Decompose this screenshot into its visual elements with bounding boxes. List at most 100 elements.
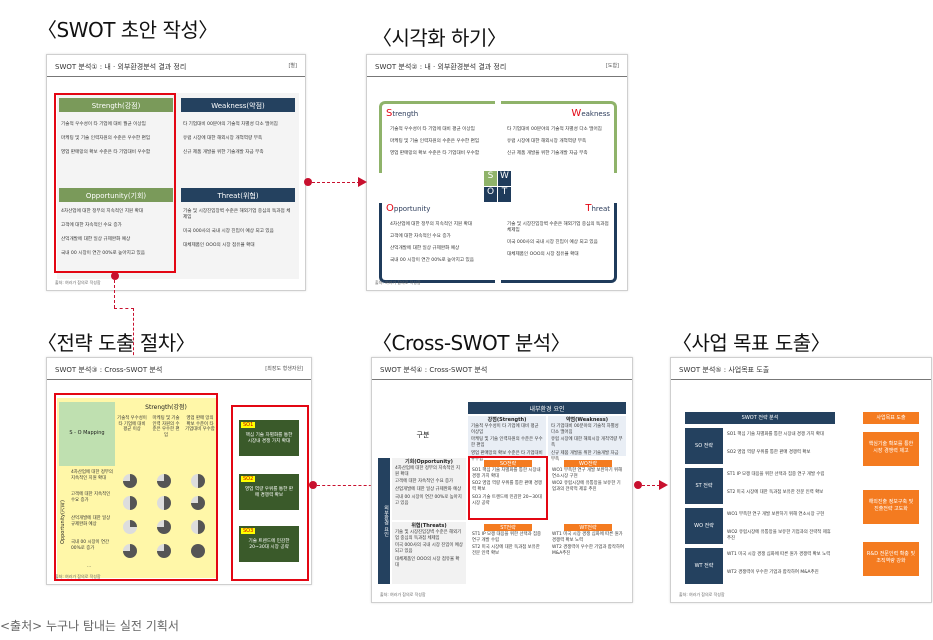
so2-box: SO2 영업 역량 우위를 통한 판매 경쟁력 확보	[239, 474, 299, 510]
connector-line	[312, 182, 360, 183]
row-header: 국내 00 시장이 연간 00%로 증가	[71, 540, 110, 551]
harvey-ball-icon	[157, 474, 171, 488]
strength-panel: Strength 기술적 우수성이 타 기업에 대비 평균 이상임 마케팅 및 …	[379, 101, 495, 173]
slide-source: 출처: 여러가 참의로 작성함	[55, 280, 101, 285]
weakness-list: 타 기업대비 00분야의 기술적 차별성 다소 떨어짐 유럽 시장에 대한 해외…	[183, 122, 278, 155]
row-header: ...	[87, 564, 92, 569]
section-title-visualize: 〈시각화 하기〉	[372, 26, 507, 50]
slide-swot-draft: SWOT 분석① : 내 · 외부환경분석 결과 정리[별] Strength(…	[46, 54, 306, 291]
slide-source: 출처: 여러가 참의로 작성함	[679, 592, 725, 597]
connector-line	[114, 280, 115, 308]
swot-matrix: Strength(강점) Weakness(약점) 기술적 우수성이 타 기업에…	[57, 93, 299, 279]
slide-strategy-process: SWOT 분석③ : Cross-SWOT 분석[최장도 형생자원] S - O…	[46, 357, 312, 585]
arrow-right-icon	[659, 480, 668, 490]
goal-header: 사업목표 도출	[863, 412, 919, 424]
opportunity-header: Opportunity(기회)	[59, 188, 173, 202]
section-title-cross-swot: 〈Cross-SWOT 분석〉	[372, 331, 571, 355]
slide-header: SWOT 분석② : 내 · 외부환경분석 결과 정리[도합]	[367, 55, 627, 77]
slide-header: SWOT 분석④ : Cross-SWOT 분석	[372, 358, 632, 380]
connector-dot	[309, 481, 317, 489]
connector-line	[317, 485, 377, 486]
harvey-ball-icon	[191, 520, 205, 534]
strength-label: Strength(강점)	[117, 402, 215, 414]
external-header: 외부환경 요인	[378, 458, 390, 584]
row-header: 고객에 대한 지속적인 수요 증가	[71, 492, 111, 503]
so-group-label: SO 전략	[685, 428, 723, 464]
strategy-item: SO1 핵심 기술 차별화를 통한 시장내 경쟁 가치 확대	[727, 432, 824, 437]
harvey-ball-icon	[157, 520, 171, 534]
st-strategy-cell: ST전략 ST1 IP 모쟁 대응을 위한 선택과 집중 연구 개발 수립 ST…	[472, 524, 542, 557]
highlight-box	[54, 393, 218, 581]
opportunity-cell: 기회(Opportunity) 4차산업에 대한 정부의 지속적인 지원 확대 …	[392, 458, 466, 520]
harvey-ball-icon	[191, 544, 205, 558]
so1-box: SO1 핵심 기술 차별화를 통한 시장내 경쟁 가치 확대	[239, 420, 299, 456]
arrow-right-icon	[358, 177, 367, 187]
opportunity-panel: Opportunity 4차산업에 대한 정부의 지속적인 지원 확대 고객에 …	[379, 203, 495, 283]
slide-source: 출처: 여러가 참의로 작성함	[55, 574, 101, 579]
goal-box: R&D 전문인력 확충 및 조직역량 강화	[863, 542, 919, 576]
harvey-ball-icon	[123, 474, 137, 488]
threat-cell: 위협(Threats) 기술 및 시장진입장벽 수준은 해외기업 중심의 독과점…	[392, 522, 466, 584]
internal-header: 내부환경 요인	[468, 402, 626, 414]
harvey-ball-icon	[191, 474, 205, 488]
swot-letter-grid: S W O T	[484, 171, 512, 203]
slide-header: SWOT 분석③ : Cross-SWOT 분석[최장도 형생자원]	[47, 358, 311, 380]
highlight-box	[468, 456, 548, 520]
section-title-swot-draft: 〈SWOT 초안 작성〉	[37, 18, 218, 42]
harvey-ball-icon	[123, 520, 137, 534]
slide-cross-swot: SWOT 분석④ : Cross-SWOT 분석 내부환경 요인 구분 강점(S…	[371, 357, 633, 603]
threat-panel: Threat 기술 및 시장진입장벽 수준은 해외기업 중심의 독과점 체제임 …	[501, 203, 617, 283]
connector-dot	[634, 481, 642, 489]
connector-dot	[304, 178, 312, 186]
connector-line	[114, 308, 134, 309]
wo-strategy-cell: WO전략 WO1 부족한 연구 개발 보완하기 위해 연소시장 구현 WO2 유…	[552, 460, 623, 493]
strategy-item: SO2 영업 역량 우위를 통한 판매 경쟁력 확보	[727, 450, 811, 455]
slide-source: 출처: 여러가 참의로 작성함	[375, 280, 421, 285]
section-title-strategy-process: 〈전략 도출 절차〉	[37, 331, 196, 355]
so3-box: SO3 기술 트렌드에 민감한 20~30대 시장 공략	[239, 526, 299, 562]
harvey-ball-icon	[157, 496, 171, 510]
harvey-ball-icon	[191, 496, 205, 510]
slide-visualize: SWOT 분석② : 내 · 외부환경분석 결과 정리[도합] Strength…	[366, 54, 628, 291]
weakness-header: Weakness(약점)	[181, 98, 295, 112]
threat-list: 기술 및 시장진입장벽 수준은 해외기업 중심의 독과점 체제임 미국 000사…	[183, 209, 291, 248]
wo-group-label: WO 전략	[685, 508, 723, 544]
slide-header: SWOT 분석⑤ : 사업목표 도출	[671, 358, 931, 380]
strength-cell: 강점(Strength) 기술적 우수성이 타 기업에 대비 평균 이상임 마케…	[468, 416, 546, 462]
connector-line	[133, 308, 134, 360]
gubun-label: 구분	[378, 414, 468, 456]
goal-box: 해외진출 정보구축 및 진출전략 고도화	[863, 490, 919, 524]
opportunity-list: 4차산업에 대한 정부의 지속적인 지원 확대 고객에 대한 자속적인 수요 증…	[61, 209, 145, 256]
goal-box: 핵심기술 확보를 통한 시장 경쟁력 제고	[863, 432, 919, 466]
strategy-header: SWOT 전략 분석	[685, 412, 835, 424]
harvey-ball-icon	[157, 544, 171, 558]
strength-header: Strength(강점)	[59, 98, 173, 112]
so-strategy-cell: SO전략 SO1 핵심 기술 차별화를 통한 시장내 경쟁 가치 확대 SO2 …	[472, 460, 542, 506]
row-header: 산억개발에 대한 일상 규제완화 예상	[71, 516, 111, 527]
slide-source: 출처: 여러가 참의로 작성함	[380, 592, 426, 597]
row-header: 4차산업에 대한 정부의 지속적인 지원 확대	[71, 470, 113, 481]
mapping-table: S - O Mapping Strength(강점) 기술적 우수성이 타 기업…	[57, 398, 217, 578]
strategy-item: WT2 경쟁력이 우수한 기업과 합작하여 M&A추진	[727, 570, 819, 575]
col-header: 기술적 우수성이 타 기업에 대비 평균 이상	[117, 416, 147, 433]
strategy-item: WO2 유럽시장에 유통망을 보유한 기업과의 전략적 제휴 추진	[727, 530, 831, 541]
highlight-box	[54, 93, 176, 273]
threat-header: Threat(위협)	[181, 188, 295, 202]
weakness-cell: 약점(Weakness) 타 기업대비 00분야의 기술적 차별성 다소 떨어짐…	[548, 416, 626, 462]
source-footer: <출처> 누구나 탐내는 실전 기획서	[0, 619, 179, 633]
st-group-label: ST 전략	[685, 468, 723, 504]
wt-strategy-cell: WT전략 WT1 미국 시장 경쟁 심화에 따른 원가 경쟁력 확보 노력 WT…	[552, 524, 624, 557]
col-header: 마케팅 및 기술 인력 자원의 수준은 우수한 편임	[152, 416, 180, 439]
strength-list: 기술적 우수성이 타 기업에 대비 월균 이상임 마케팅 및 기술 인력자원의 …	[61, 122, 151, 155]
highlight-box	[231, 405, 309, 581]
harvey-ball-icon	[123, 496, 137, 510]
connector-line	[642, 485, 660, 486]
connector-dot	[111, 272, 119, 280]
strategy-item: WT1 미국 시장 경쟁 심화에 따른 원가 경쟁력 확보 노력	[727, 552, 831, 557]
slide-business-goal: SWOT 분석⑤ : 사업목표 도출 SWOT 전략 분석 사업목표 도출 SO…	[670, 357, 932, 603]
harvey-ball-icon	[123, 544, 137, 558]
strategy-item: ST2 미국 시장에 대한 독과점 보유한 전문 인력 확보	[727, 490, 824, 495]
slide-header: SWOT 분석① : 내 · 외부환경분석 결과 정리[별]	[47, 55, 305, 77]
section-title-business-goal: 〈사업 목표 도출〉	[672, 331, 831, 355]
strategy-item: WO1 부족한 연구 개발 보완하기 위해 연소시장 구현	[727, 512, 825, 517]
